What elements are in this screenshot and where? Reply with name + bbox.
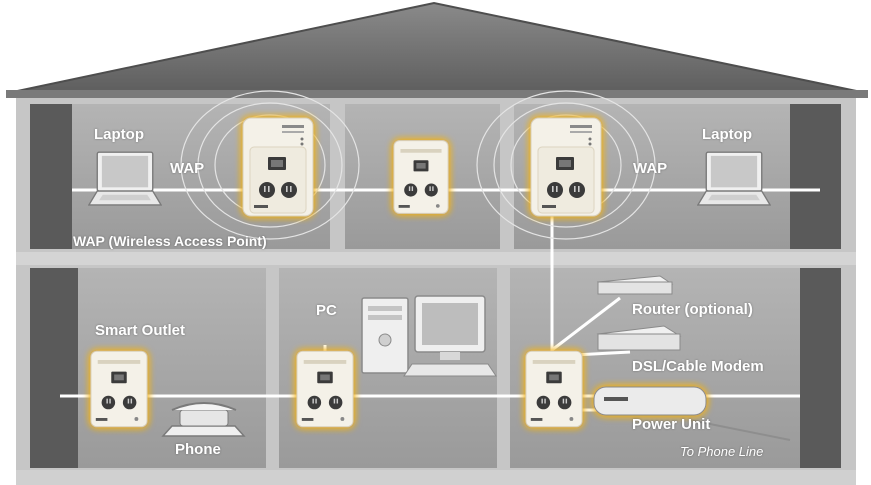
floor-slab	[16, 252, 856, 265]
room-lower-left-shade	[30, 268, 78, 468]
router-icon	[596, 275, 674, 295]
room-lower-right-shade	[800, 268, 841, 468]
wap-caption: WAP (Wireless Access Point)	[73, 233, 267, 249]
roof	[7, 1, 867, 94]
laptop-left-icon	[88, 151, 162, 206]
wap-device-left-icon	[242, 117, 314, 217]
phone-line	[689, 419, 791, 441]
phone-icon	[161, 402, 246, 437]
smart-outlet-label: Smart Outlet	[95, 322, 186, 339]
phone-line-label: To Phone Line	[680, 444, 764, 459]
laptop-right-icon	[697, 151, 771, 206]
modem-label: DSL/Cable Modem	[632, 358, 764, 375]
wap-left-label: WAP	[170, 160, 205, 177]
pc-icon	[361, 295, 497, 377]
phone-label: Phone	[175, 441, 221, 458]
wap-right-label: WAP	[633, 160, 668, 177]
adapter-upper-middle-icon	[393, 140, 449, 214]
laptop-left-label: Laptop	[94, 126, 144, 143]
roof-eave	[6, 90, 868, 98]
modem-icon	[596, 325, 682, 351]
room-upper-right-shade	[790, 104, 841, 249]
power-unit-adapter-icon	[525, 350, 583, 428]
ground	[16, 470, 856, 485]
power-unit-label: Power Unit	[632, 416, 711, 433]
pc-label: PC	[316, 302, 337, 319]
power-unit-icon	[593, 386, 707, 416]
room-upper-left-shade	[30, 104, 72, 249]
wap-device-right-icon	[530, 117, 602, 217]
pc-adapter-icon	[296, 350, 354, 428]
smart-outlet-adapter-icon	[90, 350, 148, 428]
laptop-right-label: Laptop	[702, 126, 752, 143]
router-label: Router (optional)	[632, 301, 753, 318]
